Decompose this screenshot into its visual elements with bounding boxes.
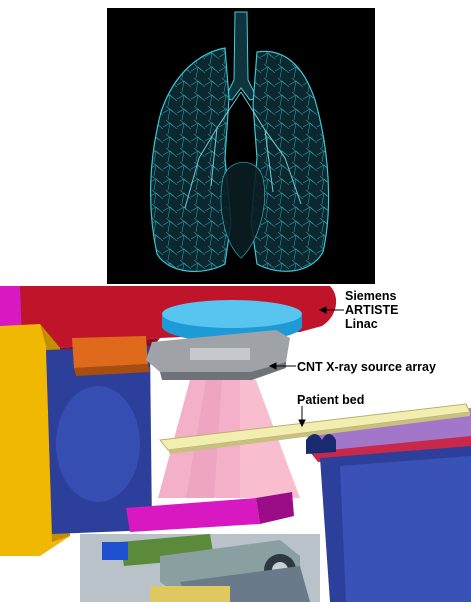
linac-label-line-2: ARTISTE [345,303,398,317]
cad-system-scene [0,286,471,602]
lung-ct-rendering [107,8,375,284]
linac-label-line-3: Linac [345,317,398,331]
cad-render [0,286,471,602]
linac-label-line-1: Siemens [345,289,398,303]
linac-label: Siemens ARTISTE Linac [345,289,398,331]
orange-bracket [72,336,148,368]
trachea [225,12,257,100]
patient-bed-label: Patient bed [297,393,364,407]
cnt-source-label: CNT X-ray source array [297,360,436,374]
lung-image [107,8,375,284]
